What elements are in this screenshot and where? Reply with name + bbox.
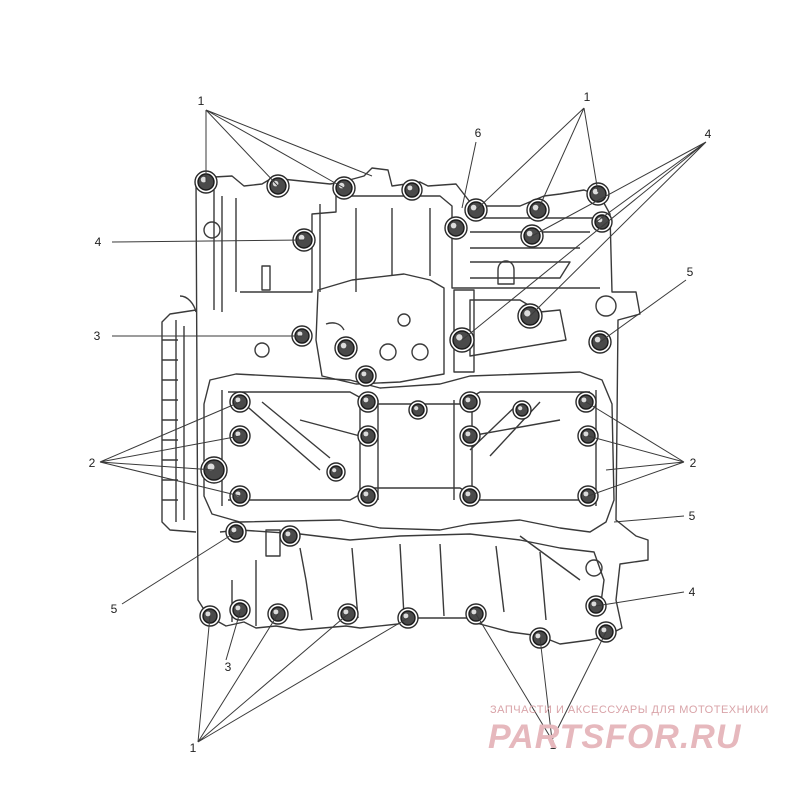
bolt-highlight [471,609,477,615]
crankcase-outline [195,167,649,645]
bolt-head [282,528,298,544]
leader-lines [99,107,707,743]
bolt-highlight [298,234,305,241]
callout-4-right-lower: 4 [688,585,696,599]
callout-1-top-right: 1 [583,90,591,104]
bolt-highlight [403,613,409,619]
bolt-highlight [535,633,541,639]
bolt-highlight [532,204,539,211]
bolt-highlight [524,310,531,317]
bolt-highlight [363,491,369,497]
callout-1-top-left: 1 [197,94,205,108]
bolt-highlight [591,601,597,607]
bolt-highlight [465,491,471,497]
bolt-head [337,339,355,357]
bolt-head [462,488,478,504]
callout-3-left: 3 [93,329,101,343]
bolt-highlight [273,609,279,615]
bolt-head [515,403,529,417]
bolt-highlight [465,397,471,403]
callout-6: 6 [474,126,482,140]
bolt-highlight [340,342,347,349]
bolt-highlight [601,627,607,633]
callout-2-left: 2 [88,456,96,470]
bolt-head [589,185,607,203]
callout-4-left: 4 [94,235,102,249]
bolt-highlight [456,334,463,341]
callout-1-bottom-left: 1 [189,741,197,755]
main-gasket [203,371,615,533]
bolt-highlight [235,431,241,437]
bolt-head [232,602,248,618]
bolt-highlight [235,397,241,403]
callout-5-left: 5 [110,602,118,616]
bolt-highlight [526,230,533,237]
bolt-highlight [363,397,369,403]
bolt-head [329,465,343,479]
bolt-highlight [332,468,337,473]
bolt-highlight [200,176,207,183]
callout-3-bottom: 3 [224,660,232,674]
bolt-highlight [470,204,477,211]
left-side-cover [161,309,197,533]
bolt-head [462,428,478,444]
bolt-highlight [592,188,599,195]
bolt-highlight [207,463,215,471]
bolt-highlight [407,185,413,191]
bolt-highlight [450,222,457,229]
bolt-highlight [297,331,303,337]
bolt-head [447,219,465,237]
callout-5-right-lower: 5 [688,509,696,523]
bolt-highlight [583,491,589,497]
bolt-highlight [343,609,349,615]
bolt-head [360,428,376,444]
bolt-highlight [231,527,237,533]
watermark-tagline: ЗАПЧАСТИ И АКСЕССУАРЫ ДЛЯ МОТОТЕХНИКИ [490,704,769,716]
bolt-head [404,182,420,198]
callout-2-right: 2 [689,456,697,470]
callout-1-bottom-right: 1 [549,738,557,752]
bolt-highlight [583,431,589,437]
oil-pan [219,529,605,611]
bolt-highlight [363,431,369,437]
center-plate [315,273,445,385]
bolt-head [360,488,376,504]
bolt-group [194,170,617,649]
callout-4-top-right: 4 [704,127,712,141]
bolt-highlight [285,531,291,537]
bolt-head [360,394,376,410]
bolt-highlight [594,336,601,343]
bolt-highlight [518,406,523,411]
bolt-highlight [361,371,367,377]
bolt-head [358,368,374,384]
bolt-highlight [235,605,241,611]
bolt-head [411,403,425,417]
watermark-logo: PARTSFOR.RU [488,718,742,756]
bolt-highlight [581,397,587,403]
bolt-head [462,394,478,410]
callout-5-right-upper: 5 [686,265,694,279]
bolt-highlight [205,611,211,617]
bolt-highlight [414,406,419,411]
bolt-highlight [465,431,471,437]
